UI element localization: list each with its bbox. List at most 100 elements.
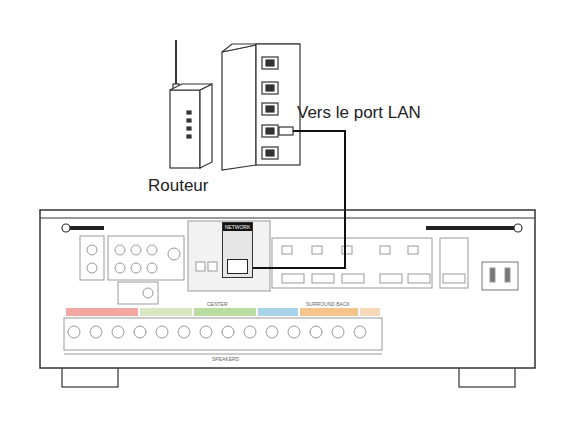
hdmi-port (312, 274, 334, 283)
speaker-terminal (244, 326, 256, 338)
speaker-terminal (68, 326, 80, 338)
jack-panel (80, 236, 104, 280)
receiver-foot (62, 367, 118, 387)
hdmi-port (342, 274, 364, 283)
lan-port (262, 147, 278, 159)
receiver-jacks (80, 221, 518, 304)
hdmi-area (272, 238, 432, 288)
terminal-strip (64, 318, 382, 350)
hdmi-icon (380, 246, 390, 254)
hdmi-icon (342, 246, 352, 254)
router-side (200, 84, 212, 168)
hdmi-icon (312, 246, 322, 254)
speaker-bands (66, 308, 380, 316)
speaker-terminal (90, 326, 102, 338)
usb-port (208, 262, 217, 271)
lan-port-hole (266, 85, 274, 91)
rca-jack (168, 248, 180, 260)
speaker-terminal (156, 326, 168, 338)
rca-jack (87, 263, 97, 273)
color-band (300, 308, 358, 316)
router-port-box (222, 44, 300, 170)
cable-plug (279, 127, 293, 135)
speaker-terminal (134, 326, 146, 338)
port-box-front (256, 44, 300, 165)
network-port: NETWORK (222, 222, 253, 278)
network-cable (253, 131, 345, 268)
rca-jack (115, 245, 125, 255)
color-band (66, 308, 138, 316)
router-top (170, 84, 212, 90)
color-band (140, 308, 192, 316)
receiver-drawing (40, 210, 535, 387)
hdmi-icon (282, 246, 292, 254)
ac-slot (505, 268, 510, 282)
speaker-terminal (266, 326, 278, 338)
receiver-panel (40, 210, 535, 368)
speaker-terminals (64, 318, 382, 354)
router-label: Routeur (148, 176, 208, 196)
hdmi-port (443, 274, 465, 283)
rca-jack (131, 245, 141, 255)
speaker-terminal (200, 326, 212, 338)
antenna (426, 226, 522, 230)
router-group: Routeur (145, 38, 305, 198)
port-box-side (222, 45, 256, 170)
router-antenna (175, 40, 177, 90)
hdmi-port (380, 274, 402, 283)
color-band (258, 308, 298, 316)
lan-port-hole (266, 128, 274, 134)
network-area (188, 221, 270, 291)
lan-port (262, 57, 278, 69)
lan-port (262, 103, 278, 115)
speaker-terminal (222, 326, 234, 338)
router-led (187, 119, 191, 122)
speaker-terminal (288, 326, 300, 338)
speaker-terminal (112, 326, 124, 338)
lan-socket (227, 259, 248, 274)
router-led (187, 127, 191, 130)
ac-inlet (482, 262, 518, 290)
router-led (187, 135, 191, 138)
usb-port (196, 262, 205, 271)
lan-port (262, 125, 278, 137)
hdmi-port (408, 274, 430, 283)
hdmi-icon (408, 246, 418, 254)
lan-port (262, 82, 278, 94)
speaker-terminal (310, 326, 322, 338)
cable-callout: Vers le port LAN (297, 103, 421, 123)
jack-panel (108, 236, 184, 280)
speaker-terminal (332, 326, 344, 338)
speaker-band-label: CENTER (207, 301, 228, 307)
panel-edge (40, 218, 535, 219)
rca-jack (147, 245, 157, 255)
antenna-terminal (118, 282, 158, 304)
lan-port-hole (266, 106, 274, 112)
rca-jack (147, 263, 157, 273)
router-led (187, 111, 191, 114)
color-band (194, 308, 256, 316)
lan-port-hole (266, 150, 274, 156)
hdmi-out-area (440, 238, 468, 288)
speaker-terminal (178, 326, 190, 338)
lan-port-hole (266, 60, 274, 66)
fm-jack (143, 288, 153, 298)
speaker-bracket (64, 354, 382, 355)
rca-jack (131, 263, 141, 273)
ac-slot (490, 268, 495, 282)
speaker-group-label: SPEAKERS (212, 356, 239, 362)
receiver-foot (459, 367, 515, 387)
rca-jack (115, 263, 125, 273)
antenna-hinge (514, 224, 522, 232)
router-front (170, 90, 200, 168)
speaker-band-label: SURROUND BACK (306, 301, 350, 307)
router-drawing (170, 40, 212, 168)
antenna-hinge (62, 224, 70, 232)
speaker-terminal (354, 326, 366, 338)
port-label: NETWORK (223, 223, 252, 231)
hdmi-port (282, 274, 304, 283)
rca-jack (87, 245, 97, 255)
